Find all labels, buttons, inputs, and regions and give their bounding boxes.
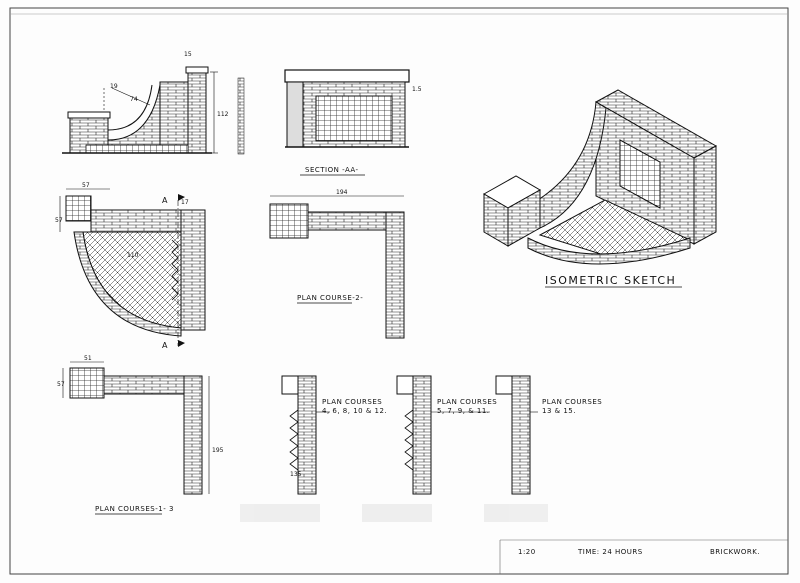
label-plan-courses-b-detail: 5, 7, 9, & 11. bbox=[437, 407, 490, 415]
plan-courses-1-3-view: 51 57 195 PLAN COURSES-1- 3 bbox=[57, 355, 224, 515]
dim-plan-h: 57 bbox=[55, 217, 63, 224]
dim-plan-small: 17 bbox=[181, 199, 189, 206]
plan-view: A A 57 57 110 17 bbox=[55, 182, 206, 350]
subject-text: BRICKWORK. bbox=[710, 548, 760, 556]
dim-pca-side: 135 bbox=[290, 471, 302, 478]
sheet-border bbox=[9, 7, 789, 575]
plan-courses-b-view: PLAN COURSES 5, 7, 9, & 11. bbox=[396, 375, 497, 495]
label-plan-courses-1-3: PLAN COURSES-1- 3 bbox=[95, 505, 174, 513]
section-view: 1.5 SECTION -AA- bbox=[284, 69, 422, 176]
dim-sec-right: 1.5 bbox=[412, 86, 422, 93]
label-plan-courses-c-detail: 13 & 15. bbox=[542, 407, 576, 415]
label-isometric: ISOMETRIC SKETCH bbox=[545, 274, 676, 287]
label-plan-course-2: PLAN COURSE-2- bbox=[297, 294, 363, 302]
label-plan-courses-c-title: PLAN COURSES bbox=[542, 398, 602, 406]
bleed-through-marks bbox=[240, 504, 548, 522]
dim-plan-top: 194 bbox=[336, 189, 348, 196]
dim-elev-r1: 19 bbox=[110, 83, 118, 90]
label-plan-courses-b-title: PLAN COURSES bbox=[437, 398, 497, 406]
plan-courses-c-view: PLAN COURSES 13 & 15. bbox=[495, 375, 602, 495]
plan-courses-a-view: 135 PLAN COURSES 4, 6, 8, 10 & 12. bbox=[281, 375, 387, 495]
isometric-sketch: ISOMETRIC SKETCH bbox=[482, 89, 718, 288]
section-mark-top: A bbox=[162, 196, 168, 205]
dim-elev-top: 15 bbox=[184, 51, 192, 58]
elevation-view: 15 19 74 112 bbox=[62, 51, 245, 155]
scale-text: 1:20 bbox=[518, 548, 536, 556]
title-block: 1:20 TIME: 24 HOURS BRICKWORK. bbox=[499, 539, 788, 574]
time-text: TIME: 24 HOURS bbox=[577, 548, 643, 556]
dim-plan-r: 110 bbox=[127, 252, 139, 259]
dim-p13-v: 195 bbox=[212, 447, 224, 454]
label-plan-courses-a-detail: 4, 6, 8, 10 & 12. bbox=[322, 407, 387, 415]
dim-elev-height: 112 bbox=[217, 111, 229, 118]
dim-p13-w: 51 bbox=[84, 355, 92, 362]
plan-course-2-view: 194 PLAN COURSE-2- bbox=[269, 189, 405, 339]
label-plan-courses-a-title: PLAN COURSES bbox=[322, 398, 382, 406]
label-section: SECTION -AA- bbox=[305, 166, 359, 174]
dim-p13-h: 57 bbox=[57, 381, 65, 388]
section-mark-bottom: A bbox=[162, 341, 168, 350]
dim-elev-r2: 74 bbox=[130, 96, 138, 103]
dim-plan-w: 57 bbox=[82, 182, 90, 189]
